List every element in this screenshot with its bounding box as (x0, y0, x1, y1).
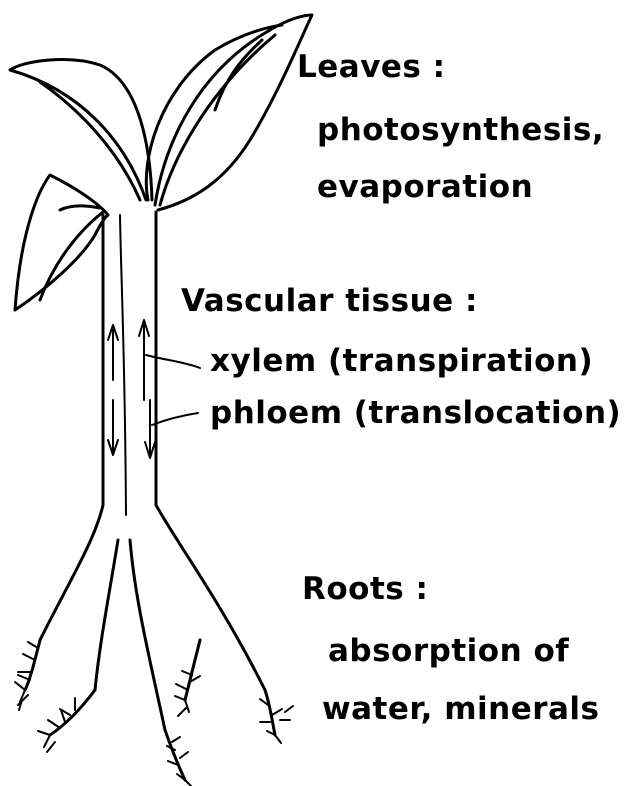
left-leaf (10, 60, 152, 200)
leaves-function-2: evaporation (317, 172, 533, 203)
vascular-arrows (108, 320, 155, 458)
vascular-tissue-title: Vascular tissue : (181, 286, 478, 317)
leaves-function-1: photosynthesis, (317, 115, 604, 146)
roots-title: Roots : (302, 574, 428, 605)
phloem-label: phloem (translocation) (210, 398, 621, 429)
leader-lines (146, 355, 200, 425)
leaves-title: Leaves : (297, 52, 446, 83)
right-leaves (146, 15, 312, 210)
roots-function-2: water, minerals (322, 694, 600, 725)
xylem-label: xylem (transpiration) (210, 346, 593, 377)
roots-function-1: absorption of (328, 636, 569, 667)
lower-left-leaf (15, 175, 108, 310)
